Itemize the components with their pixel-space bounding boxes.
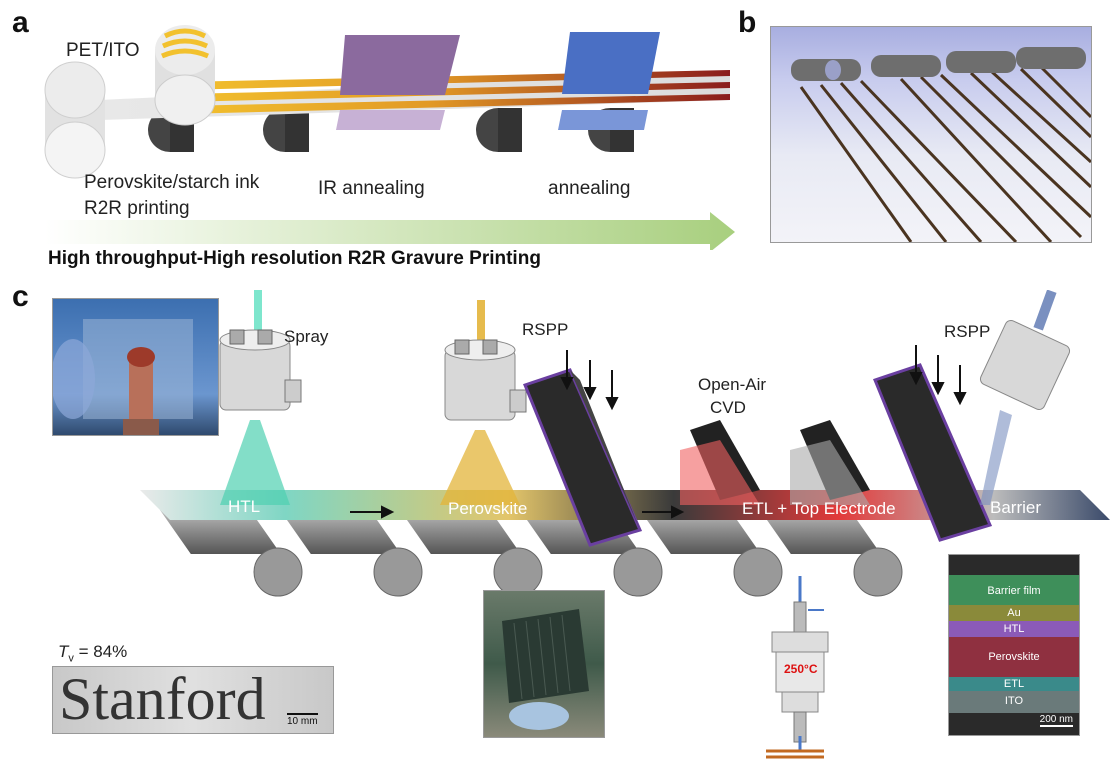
transparent-module-photo (52, 298, 219, 436)
rspp-plate-left (523, 368, 643, 547)
printed-stripes-image (791, 47, 1091, 242)
transmittance-label: Tv = 84% (58, 642, 128, 665)
scale-bar-10mm: 10 mm (287, 713, 318, 727)
belt-arrows (350, 505, 685, 519)
panel-a-label: a (12, 6, 29, 39)
spray-nozzle-barrier (979, 290, 1071, 505)
sem-cross-section: Barrier film Au HTL Perovskite ETL ITO 2… (948, 554, 1080, 736)
panel-a-caption: High throughput-High resolution R2R Grav… (48, 248, 541, 269)
r2r-printing-diagram (44, 25, 735, 250)
stanford-word: Stanford (59, 666, 266, 732)
label-cvd-line2: CVD (710, 398, 746, 417)
step-annealing: annealing (548, 178, 631, 199)
rspp-plate-right (873, 363, 993, 542)
pet-ito-roll (44, 61, 106, 179)
pet-ito-label: PET/ITO (66, 40, 140, 61)
stanford-transmittance-photo: Stanford 10 mm (52, 666, 334, 734)
sem-layer-htl (949, 621, 1079, 637)
sem-label-etl: ETL (1003, 678, 1025, 690)
process-direction-arrow (45, 212, 735, 250)
gravure-roll (154, 25, 216, 126)
annealing-plate (558, 32, 660, 130)
label-cvd-line1: Open-Air (698, 375, 767, 394)
label-rspp-left: RSPP (522, 320, 569, 339)
panel-b-label: b (738, 6, 757, 39)
belt-label-barrier: Barrier (990, 498, 1042, 517)
belt-label-etl: ETL + Top Electrode (742, 499, 896, 518)
module-image (502, 609, 589, 730)
printed-stripe (180, 94, 730, 114)
sem-layer-perovskite (949, 637, 1079, 677)
cvd-temperature: 250°C (784, 662, 818, 676)
belt-label-perovskite: Perovskite (448, 499, 528, 518)
sem-layer-etl (949, 677, 1079, 691)
sem-layer-ito (949, 691, 1079, 713)
roller-row-c (160, 510, 903, 597)
sem-label-au: Au (1007, 607, 1021, 619)
process-line-diagram (140, 290, 1110, 597)
label-spray: Spray (284, 327, 329, 346)
label-rspp-right: RSPP (944, 322, 991, 341)
step-perovskite-printing-line1: Perovskite/starch ink (84, 172, 260, 193)
cvd-reactor-diagram (766, 576, 829, 759)
spray-nozzle-htl (219, 290, 302, 505)
step-ir-annealing: IR annealing (318, 178, 425, 199)
ir-annealing-plate (336, 35, 460, 130)
sem-label-ito: ITO (1004, 695, 1024, 707)
rspp-arrows-right (909, 345, 967, 406)
sem-label-htl: HTL (1003, 623, 1025, 635)
spray-nozzle-perovskite (440, 300, 527, 505)
tower-image (53, 319, 193, 435)
sem-label-perovskite: Perovskite (988, 651, 1040, 663)
sem-label-barrier: Barrier film (987, 585, 1041, 597)
roller-row (148, 108, 634, 152)
flexible-module-photo (483, 590, 605, 738)
cvd-head-grey (790, 420, 870, 505)
rspp-arrows-left (560, 350, 619, 411)
cvd-head-red (680, 420, 760, 505)
sem-layer-barrier (949, 575, 1079, 605)
printed-film-photo (770, 26, 1092, 243)
sem-layer-au (949, 605, 1079, 621)
belt-label-htl: HTL (228, 497, 261, 516)
sem-scale-bar: 200 nm (1039, 714, 1073, 727)
step-perovskite-printing-line2: R2R printing (84, 198, 190, 219)
panel-c-label: c (12, 280, 29, 313)
